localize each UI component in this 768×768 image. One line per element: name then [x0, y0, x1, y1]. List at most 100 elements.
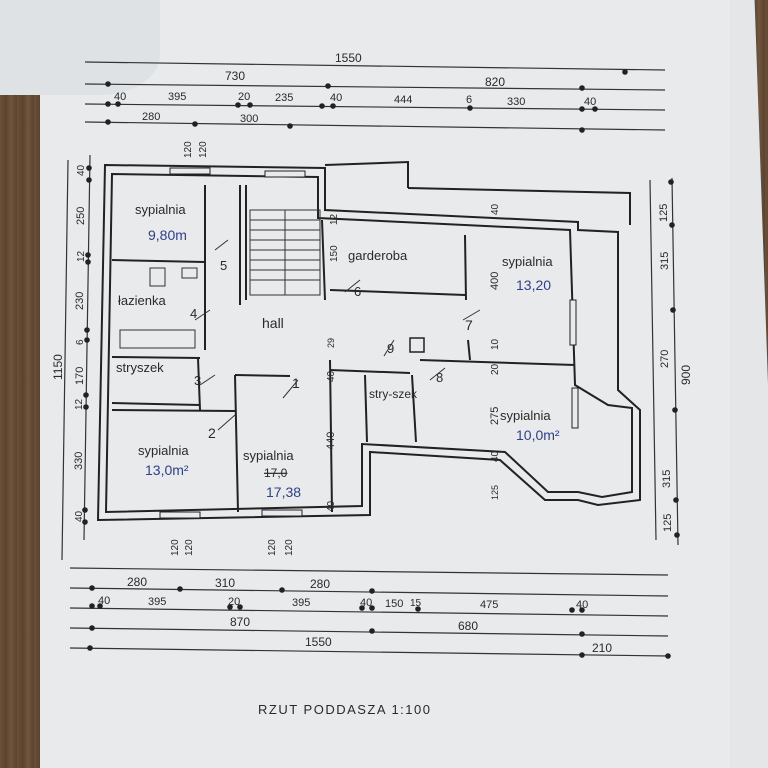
- exterior-walls: [96, 160, 641, 522]
- dim-interior: 400: [489, 272, 501, 290]
- bathroom-fixtures: [119, 267, 198, 349]
- left-dimension-lines: [61, 154, 91, 561]
- dim-window-width: 120: [284, 539, 295, 556]
- door-number: 3: [194, 373, 201, 388]
- door-number: 4: [190, 306, 197, 321]
- right-dimension-ticks: [668, 179, 680, 538]
- door-number: 5: [220, 258, 227, 273]
- dim-interior: 12: [329, 213, 340, 225]
- dim-bottom-segment: 40: [360, 597, 372, 609]
- dim-bottom-segment: 475: [480, 599, 498, 611]
- dim-bottom-segment: 395: [292, 597, 310, 609]
- room-area: 10,0m²: [516, 427, 560, 443]
- dim-interior: 40: [490, 203, 501, 215]
- floor-plan-sheet: [40, 0, 730, 768]
- dim-window-width: 120: [183, 141, 194, 158]
- dim-left-segment: 40: [76, 164, 87, 176]
- dim-top-left: 730: [225, 69, 245, 83]
- door-number: 8: [436, 370, 443, 385]
- room-label: sypialnia: [500, 408, 551, 423]
- dim-top-segment: 6: [466, 94, 472, 106]
- dim-left-segment: 230: [74, 292, 86, 310]
- dim-interior: 40: [490, 450, 501, 462]
- dim-window-width: 120: [198, 141, 209, 158]
- dim-interior: 40: [326, 500, 337, 512]
- bottom-dimension-ticks: [87, 585, 671, 659]
- drawing-title: RZUT PODDASZA 1:100: [258, 702, 431, 717]
- dim-left-segment: 12: [74, 398, 85, 410]
- dim-bottom-segment: 40: [576, 599, 588, 611]
- room-area: 13,0m²: [145, 462, 189, 478]
- dim-top-segment: 330: [507, 96, 525, 108]
- dim-bottom-upper: 280: [127, 575, 147, 589]
- dim-bottom-upper: 280: [310, 577, 330, 591]
- room-label: stry-szek: [369, 387, 418, 401]
- dim-interior: 150: [329, 245, 340, 262]
- room-label: sypialnia: [243, 448, 294, 463]
- dim-top-segment: 20: [238, 91, 250, 103]
- dim-window-width: 120: [267, 539, 278, 556]
- windows: [159, 167, 579, 519]
- dim-interior: 440: [325, 432, 337, 450]
- dim-top-right: 820: [485, 75, 505, 89]
- top-dimension-lines: [84, 61, 666, 131]
- dim-top-lower: 280: [142, 111, 160, 123]
- dim-top-segment: 395: [168, 91, 186, 103]
- dim-top-segment: 40: [584, 96, 596, 108]
- dim-right-segment: 125: [662, 514, 674, 532]
- dim-top-segment: 40: [330, 92, 342, 104]
- dim-bottom-upper: 310: [215, 576, 235, 590]
- dim-top-segment: 444: [394, 94, 412, 106]
- room-area: 17,38: [266, 484, 301, 500]
- door-number: 7: [465, 317, 473, 333]
- dim-bottom-total: 1550: [305, 635, 332, 649]
- dim-interior: 125: [490, 485, 500, 500]
- dim-left-segment: 250: [75, 207, 87, 225]
- dim-left-segment: 6: [75, 339, 86, 345]
- room-label: stryszek: [116, 360, 164, 375]
- room-label: sypialnia: [502, 254, 553, 269]
- dim-bottom-segment: 150: [385, 598, 403, 610]
- right-dimension-lines: [649, 177, 679, 546]
- dim-interior: 275: [489, 407, 501, 425]
- dim-interior: 20: [490, 363, 501, 375]
- door-number: 9: [387, 341, 394, 356]
- dim-bottom-segment: 395: [148, 596, 166, 608]
- room-label: sypialnia: [138, 443, 189, 458]
- dim-top-lower: 300: [240, 113, 258, 125]
- room-area: 13,20: [516, 277, 551, 293]
- dim-left-total: 1150: [51, 354, 65, 380]
- dim-left-segment: 330: [73, 452, 85, 470]
- dim-right-segment: 125: [658, 204, 670, 222]
- dim-bottom-segment: 20: [228, 596, 240, 608]
- dim-left-segment: 170: [74, 367, 86, 385]
- dim-window-width: 120: [170, 539, 181, 556]
- room-label: hall: [262, 315, 284, 331]
- room-area: 9,80m: [148, 227, 187, 243]
- dim-interior: 10: [490, 338, 501, 350]
- paper-corner-curl: [0, 0, 160, 95]
- top-dimension-ticks: [105, 69, 628, 133]
- room-label: łazienka: [118, 293, 166, 308]
- dim-interior: 40: [326, 370, 337, 382]
- dim-right-segment: 270: [659, 350, 671, 368]
- room-label: garderoba: [348, 248, 408, 263]
- dim-interior: 29: [326, 338, 336, 348]
- dim-bottom-segment: 15: [410, 598, 422, 609]
- dim-right-total: 900: [679, 365, 693, 385]
- dim-right-segment: 315: [659, 252, 671, 270]
- left-dimension-ticks: [82, 165, 92, 525]
- interior-walls: [111, 185, 576, 513]
- dim-bottom-total: 210: [592, 641, 612, 655]
- door-swings: [194, 239, 481, 431]
- dim-bottom-lower: 870: [230, 615, 250, 629]
- dim-top-segment: 40: [114, 91, 126, 103]
- dim-bottom-lower: 680: [458, 619, 478, 633]
- staircase: [249, 209, 321, 296]
- dim-bottom-segment: 40: [98, 595, 110, 607]
- dim-window-width: 120: [184, 539, 195, 556]
- room-label: sypialnia: [135, 202, 186, 217]
- dim-top-segment: 235: [275, 92, 293, 104]
- door-number: 2: [208, 425, 216, 441]
